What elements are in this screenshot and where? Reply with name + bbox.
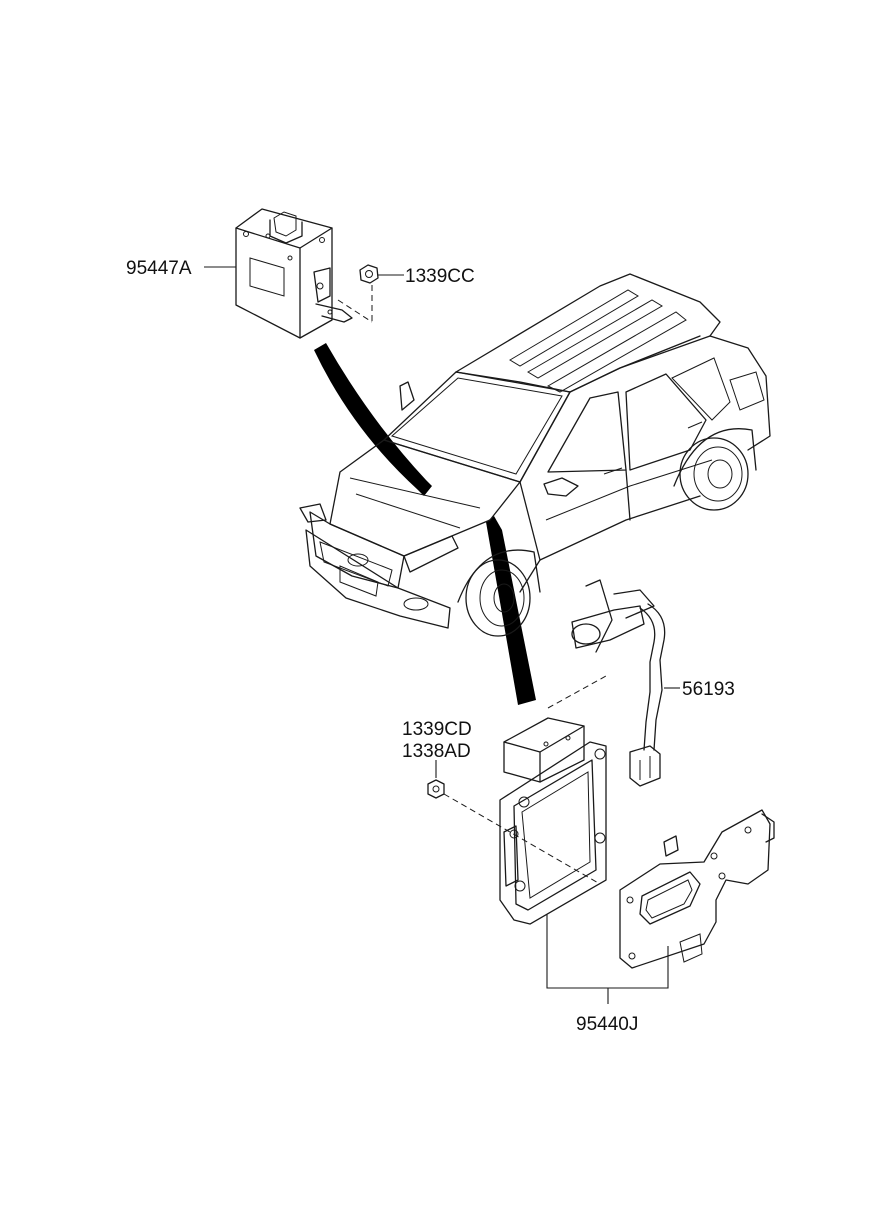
location-arrow-upper bbox=[314, 343, 432, 496]
module-95447a[interactable] bbox=[235, 208, 353, 339]
vehicle-outline bbox=[299, 273, 771, 637]
dashed-guide-bracket bbox=[337, 299, 373, 323]
nut-1339cc[interactable] bbox=[359, 264, 379, 284]
ecu-bracket[interactable] bbox=[619, 809, 775, 969]
label-1338ad: 1338AD bbox=[402, 741, 471, 762]
label-56193: 56193 bbox=[682, 679, 735, 700]
label-1339cd: 1339CD bbox=[402, 719, 472, 740]
location-arrow-lower bbox=[486, 516, 536, 705]
label-1339cc: 1339CC bbox=[405, 266, 475, 287]
label-95440j: 95440J bbox=[576, 1014, 638, 1035]
cable-56193[interactable] bbox=[571, 579, 666, 787]
leader-95440j bbox=[546, 914, 669, 1004]
label-95447a: 95447A bbox=[126, 258, 192, 279]
dashed-guide-bolt bbox=[443, 793, 601, 885]
dashed-guide-cable bbox=[547, 675, 607, 709]
bolt-1339cd[interactable] bbox=[427, 779, 445, 799]
ecu-95440j[interactable] bbox=[499, 717, 607, 925]
